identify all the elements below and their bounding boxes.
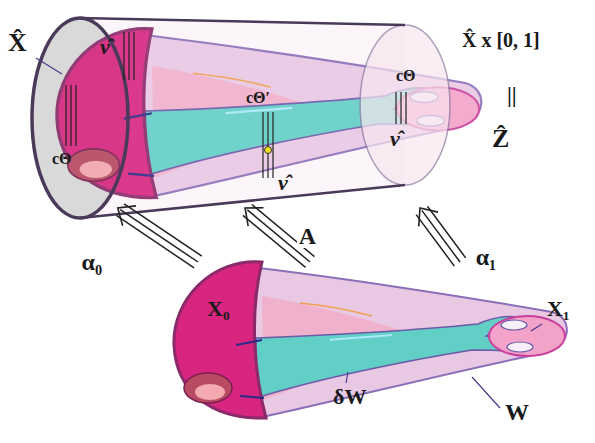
leader-line [472, 377, 500, 408]
arrow-head [118, 206, 136, 226]
math-label: W [505, 400, 529, 424]
math-label: cΘ [52, 151, 72, 167]
math-label: X̂ x [0, 1] [462, 30, 540, 50]
cylinder-left-rim [32, 18, 128, 218]
arrow-head [419, 208, 438, 226]
arrow-shaft [116, 215, 194, 267]
math-label: ν̂ [278, 172, 288, 194]
arrow-shaft [427, 206, 465, 258]
math-label: X̂ [8, 30, 27, 56]
leader-line [36, 58, 62, 74]
arrow-shaft [416, 215, 454, 267]
math-label: Ẑ [492, 126, 509, 152]
math-label: || [507, 84, 517, 106]
map-label: A [297, 224, 318, 248]
arrow-head [245, 208, 263, 226]
normal-lines [396, 92, 406, 124]
cylinder-region: X̂ x [0, 1] || Ẑ [30, 8, 565, 208]
cobordism [174, 262, 567, 418]
math-label: δW [333, 386, 366, 408]
map-label: α₀ [80, 250, 105, 274]
map-arrow [116, 204, 202, 268]
math-label: X₁ [547, 298, 569, 320]
map-label: α₁ [474, 245, 499, 269]
normal-lines [263, 112, 273, 178]
arrow-shaft [120, 210, 198, 262]
leader-line [346, 372, 348, 383]
cylinder-right-disk [360, 25, 450, 185]
leader-line [531, 324, 542, 331]
math-label: cΘ′ [246, 90, 270, 106]
math-label: cΘ [396, 68, 416, 84]
map-arrow [416, 206, 465, 266]
cylinder-side [80, 18, 405, 218]
arrow-shaft [124, 204, 202, 256]
math-label: X₀ [207, 298, 229, 320]
math-label: ν̂ [390, 128, 400, 150]
math-label: ν̂ [100, 36, 110, 58]
point-marker [265, 147, 272, 154]
normal-lines [66, 85, 76, 146]
normal-lines [124, 32, 134, 80]
arrow-shaft [422, 210, 460, 262]
